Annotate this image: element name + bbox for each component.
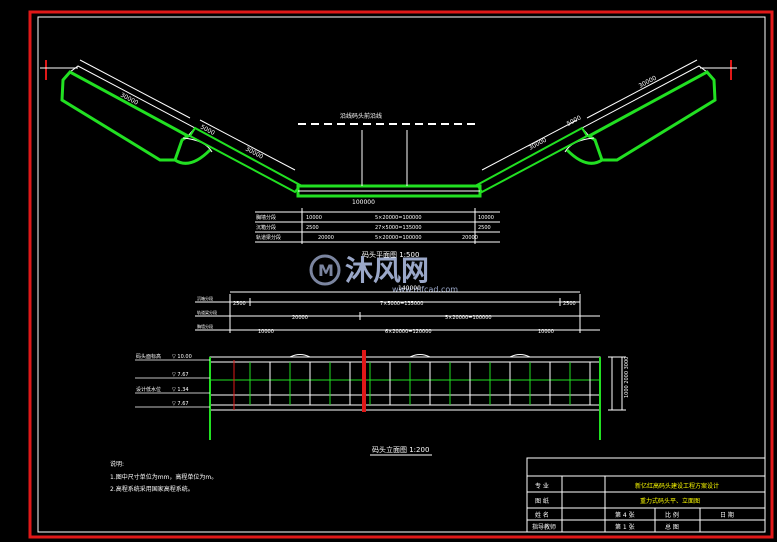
level-value: ▽ 7.67: [172, 372, 189, 378]
tb-row3-label: 姓 名: [535, 511, 549, 519]
elev-row3-left: 10000: [258, 329, 274, 335]
elevation-view: [209, 350, 601, 440]
plan-row3-left: 20000: [318, 235, 334, 241]
plan-row2-mid: 27×5000=135000: [375, 225, 422, 231]
elev-total: 140000: [398, 285, 421, 292]
plan-row3-mid: 5×20000=100000: [375, 235, 422, 241]
elev-row2-left: 20000: [292, 315, 308, 321]
level-value: ▽ 7.67: [172, 401, 189, 407]
tb-date-label: 日 期: [720, 511, 734, 519]
plan-row1-label: 胸墙分段: [256, 214, 276, 221]
watermark-url: www.mfcad.com: [392, 285, 458, 294]
vertical-dim-label: 1000 2000 3000: [624, 357, 630, 398]
tb-row2-label: 图 纸: [535, 497, 549, 505]
elevation-title: 码头立面图 1:200: [372, 445, 429, 454]
dim-right-arm-upper: 30000: [638, 75, 658, 90]
plan-view: [40, 59, 737, 198]
tb-scale-label: 比 例: [665, 511, 679, 519]
elev-row1-right: 2500: [563, 301, 576, 307]
tb-row2-value: 重力式码头平、立面图: [640, 497, 700, 505]
vertical-dimension: [608, 356, 626, 411]
plan-row3-right: 20000: [462, 235, 478, 241]
plan-row1-left: 10000: [306, 215, 322, 221]
level-label: 码头面标高: [136, 353, 161, 360]
elev-row1-left: 2500: [233, 301, 246, 307]
elev-row1-mid: 7×5000=135000: [380, 301, 423, 307]
tb-row4-extra: 总 图: [665, 523, 679, 531]
level-label: 设计低水位: [136, 386, 161, 393]
watermark-text-cn: 沐风网: [345, 254, 429, 287]
inner-white-frame: [37, 16, 766, 533]
elev-row3-right: 10000: [538, 329, 554, 335]
plan-row1-mid: 5×20000=100000: [375, 215, 422, 221]
plan-row1-right: 10000: [478, 215, 494, 221]
outer-red-frame: [28, 10, 774, 539]
elev-row1-label: 沉箱分段: [197, 295, 213, 301]
elevation-segment-lines: [249, 362, 591, 405]
plan-row2-label: 沉箱分段: [256, 224, 276, 231]
notes-item-2: 2.高程系统采用国家高程系统。: [110, 485, 194, 493]
plan-label-top: 沿线码头前沿线: [340, 112, 382, 120]
elev-row3-label: 胸墙分段: [197, 323, 213, 329]
dim-centre-span: 100000: [352, 199, 375, 206]
tb-project-value: 新亿红高码头建设工程方案设计: [635, 482, 719, 490]
dim-right-arm-mid: 30000: [528, 137, 548, 152]
elev-row2-mid: 5×20000=100000: [445, 315, 492, 321]
dim-right-corner: 5000: [566, 114, 583, 127]
plan-row3-label: 轨道梁分段: [256, 234, 281, 241]
svg-text:M: M: [318, 261, 334, 280]
watermark: M: [309, 254, 341, 286]
plan-scale-label: 码头平面图 1:500: [362, 250, 419, 259]
notes-item-1: 1.图中尺寸单位为mm，高程单位为m。: [110, 473, 217, 481]
elev-row3-mid: 6×20000=120000: [385, 329, 432, 335]
plan-dimension-rows: [255, 208, 500, 244]
level-value: ▽ 10.00: [172, 354, 192, 360]
level-marks: 码头面标高 ▽ 10.00 ▽ 7.67 设计低水位 ▽ 1.34 ▽ 7.67: [135, 353, 210, 408]
elev-row2-label: 轨道梁分段: [197, 309, 217, 315]
notes-heading: 说明:: [110, 460, 124, 468]
tb-row3-value: 第 4 张: [615, 511, 635, 519]
tb-row4-label: 指导教师: [532, 523, 556, 531]
plan-row2-left: 2500: [306, 225, 319, 231]
plan-row2-right: 2500: [478, 225, 491, 231]
tb-project-label: 专 业: [535, 482, 549, 490]
elevation-dimension-rows: [195, 291, 600, 333]
tb-row4-value: 第 1 张: [615, 523, 635, 531]
level-value: ▽ 1.34: [172, 387, 189, 393]
title-block: [526, 457, 766, 533]
dim-left-arm-mid: 30000: [244, 146, 264, 161]
